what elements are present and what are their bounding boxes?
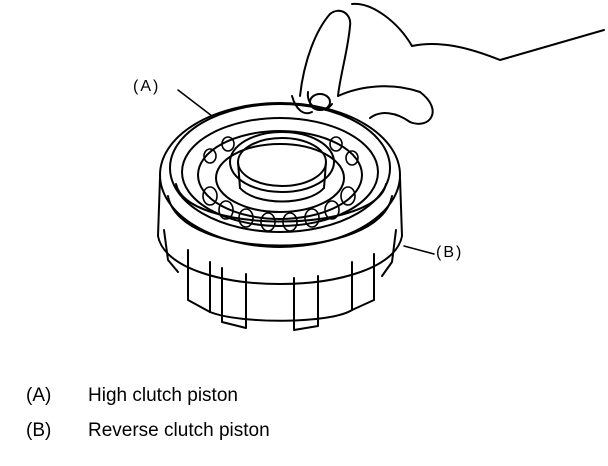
legend-item-a: (A) High clutch piston (26, 385, 238, 407)
center-hub (229, 131, 335, 203)
leader-line-b (403, 245, 435, 255)
legend-item-b: (B) Reverse clutch piston (26, 420, 270, 442)
legend-label-a: High clutch piston (88, 385, 238, 406)
leader-line-a (177, 89, 213, 117)
high-clutch-piston (169, 103, 391, 233)
spring-retainer (197, 130, 363, 232)
callout-b: (B) (436, 244, 464, 261)
clutch-piston-illustration (157, 2, 605, 331)
legend-key-a: (A) (26, 385, 52, 406)
legend-label-b: Reverse clutch piston (88, 420, 270, 441)
hand (291, 2, 605, 125)
legend-key-b: (B) (26, 420, 52, 441)
callout-a: (A) (133, 78, 161, 95)
